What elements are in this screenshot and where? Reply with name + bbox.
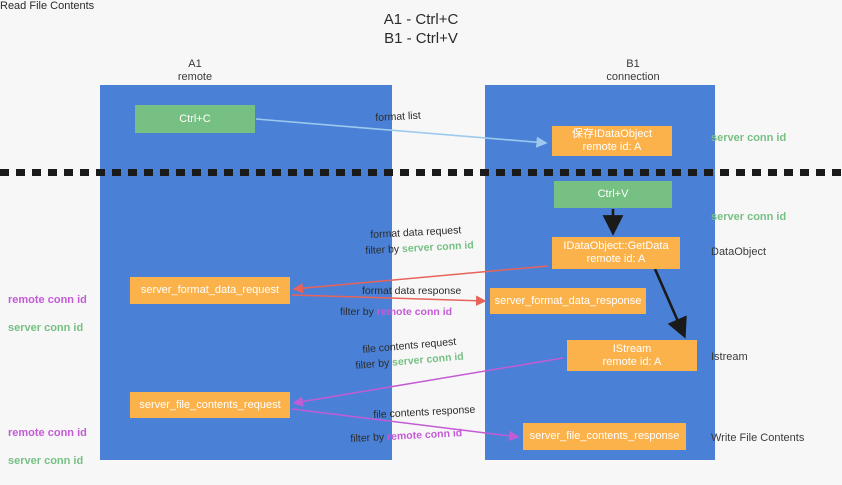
label-server-conn-id: server conn id bbox=[8, 322, 84, 334]
arrow-label-format-list: format list bbox=[375, 109, 422, 124]
arrow-format-data-response bbox=[291, 294, 487, 306]
node-ctrl-c[interactable]: Ctrl+C bbox=[135, 105, 255, 133]
label-remote-conn-id: remote conn id bbox=[8, 294, 87, 306]
column-header-a1: A1 remote bbox=[177, 58, 213, 83]
arrow-file-contents-request bbox=[292, 357, 564, 407]
arrow-getdata-to-istream bbox=[653, 268, 687, 339]
side-label-conn-ids-format: remote conn id server conn id bbox=[8, 279, 87, 349]
filter-by-text-4: filter by bbox=[350, 431, 388, 445]
side-label-dataobject: DataObject bbox=[711, 246, 767, 258]
side-label-server-conn-id-top: server conn id bbox=[711, 132, 787, 144]
page-title: A1 - Ctrl+C B1 - Ctrl+V bbox=[383, 11, 459, 47]
arrow-label-filter-remote-conn-1: filter by remote conn id bbox=[340, 306, 452, 319]
filter-by-text-1: filter by bbox=[365, 243, 403, 257]
arrow-file-contents-response bbox=[291, 408, 520, 442]
node-server-format-data-request[interactable]: server_format_data_request bbox=[130, 277, 290, 304]
label-server-conn-id-2: server conn id bbox=[8, 455, 84, 467]
side-label-conn-ids-file: remote conn id server conn id bbox=[8, 412, 87, 482]
arrow-format-list bbox=[255, 118, 548, 148]
node-server-file-contents-request[interactable]: server_file_contents_request bbox=[130, 392, 290, 418]
node-save-idataobject[interactable]: 保存IDataObject remote id: A bbox=[552, 126, 672, 156]
side-label-server-conn-id-mid: server conn id bbox=[711, 211, 787, 223]
side-label-write-file-contents: Write File Contents bbox=[711, 432, 805, 444]
filter-by-text-3: filter by bbox=[355, 356, 393, 372]
column-header-b1: B1 connection bbox=[606, 58, 660, 83]
side-label-istream: Istream bbox=[711, 351, 748, 363]
side-label-read-file-contents: Read File Contents bbox=[0, 0, 95, 12]
filter-by-text-2: filter by bbox=[340, 306, 377, 318]
filter-remote-conn-id-1: remote conn id bbox=[376, 306, 453, 318]
arrow-format-data-request bbox=[292, 265, 549, 294]
filter-server-conn-id-1: server conn id bbox=[401, 239, 475, 256]
node-idataobject-getdata[interactable]: IDataObject::GetData remote id: A bbox=[552, 237, 680, 269]
node-server-format-data-response[interactable]: server_format_data_response bbox=[490, 288, 646, 314]
label-remote-conn-id-2: remote conn id bbox=[8, 427, 87, 439]
filter-remote-conn-id-2: remote conn id bbox=[386, 427, 463, 444]
phase-divider bbox=[0, 169, 842, 176]
node-server-file-contents-response[interactable]: server_file_contents_response bbox=[523, 423, 686, 450]
node-istream[interactable]: IStream remote id: A bbox=[567, 340, 697, 371]
node-ctrl-v[interactable]: Ctrl+V bbox=[554, 181, 672, 208]
arrow-label-format-data-response: format data response bbox=[362, 285, 462, 297]
